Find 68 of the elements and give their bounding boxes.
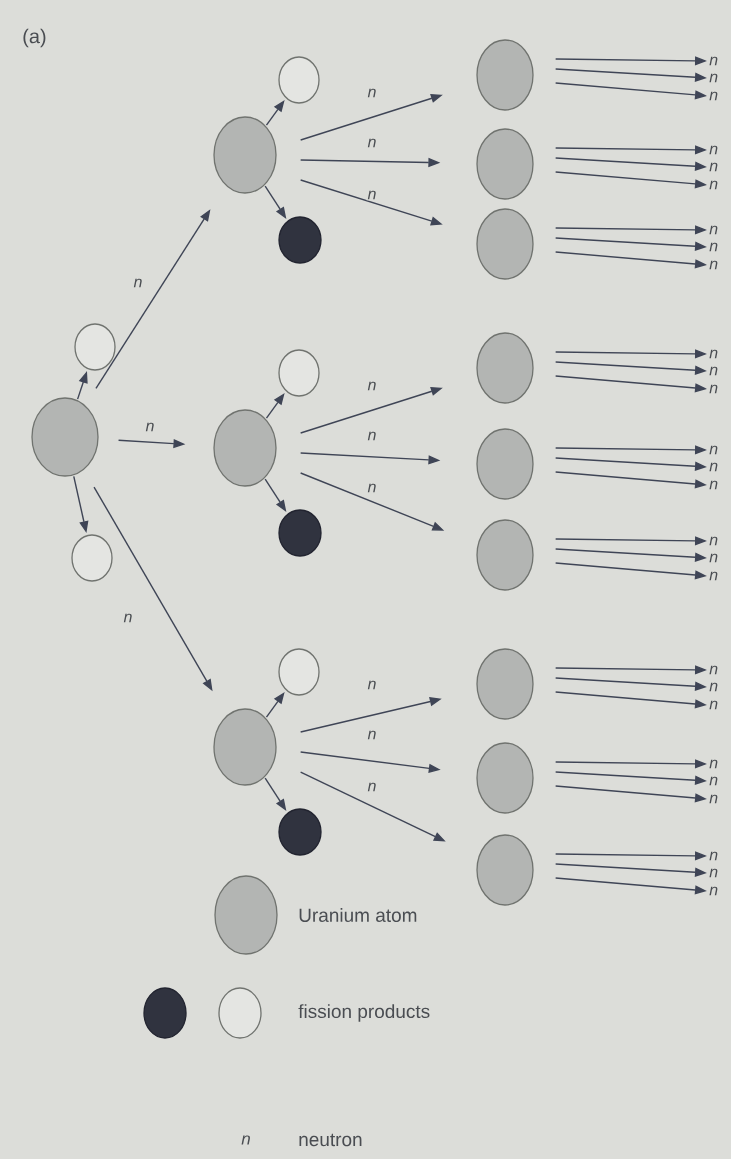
neutron-label: n: [709, 700, 718, 710]
fission-product: [278, 349, 320, 397]
fission-product: [278, 56, 320, 104]
neutron-label: n: [709, 462, 718, 472]
uranium-atom: [476, 648, 534, 720]
uranium-atom: [476, 428, 534, 500]
uranium-atom: [213, 708, 277, 786]
neutron-label: n: [709, 366, 718, 376]
arrow: [264, 777, 287, 811]
fission-product: [74, 323, 116, 371]
legend-text: Uranium atom: [299, 908, 417, 922]
edge-label: n: [366, 729, 378, 741]
neutron-label: n: [709, 225, 718, 235]
edge-label: n: [132, 277, 144, 289]
neutron-label: n: [709, 682, 718, 692]
arrow: [264, 185, 287, 219]
uranium-atom: [476, 742, 534, 814]
neutron-label: n: [709, 242, 718, 252]
uranium-atom: [476, 128, 534, 200]
neutron-label: n: [709, 759, 718, 769]
fission-product: [278, 509, 322, 557]
uranium-atom: [476, 519, 534, 591]
neutron-label: n: [709, 56, 718, 66]
neutron-label: n: [709, 536, 718, 546]
edge-label: n: [144, 421, 156, 433]
neutron-label: n: [709, 480, 718, 490]
edge-label: n: [366, 87, 378, 99]
edge-label: n: [366, 482, 378, 494]
legend-text: neutron: [299, 1133, 362, 1147]
uranium-atom: [213, 116, 277, 194]
edge-label: n: [366, 430, 378, 442]
edge-label: n: [366, 380, 378, 392]
uranium-atom: [476, 834, 534, 906]
uranium-atom: [476, 39, 534, 111]
neutron-label: n: [709, 162, 718, 172]
neutron-label: n: [709, 868, 718, 878]
fission-product: [278, 808, 322, 856]
edge-label: n: [366, 781, 378, 793]
neutron-label: n: [709, 794, 718, 804]
uranium-atom: [31, 397, 99, 477]
edge-label: n: [366, 189, 378, 201]
neutron-label: n: [709, 180, 718, 190]
fission-product: [278, 216, 322, 264]
neutron-label: n: [709, 349, 718, 359]
uranium-atom: [476, 332, 534, 404]
fission-product: [71, 534, 113, 582]
neutron-label: n: [709, 886, 718, 896]
neutron-label: n: [709, 260, 718, 270]
uranium-atom: [213, 409, 277, 487]
neutron-label: n: [709, 776, 718, 786]
neutron-label: n: [709, 665, 718, 675]
legend-key: n: [241, 1135, 250, 1145]
edge-label: n: [366, 137, 378, 149]
neutron-label: n: [709, 91, 718, 101]
fission-product: [278, 648, 320, 696]
arrow: [264, 478, 287, 512]
neutron-label: n: [709, 73, 718, 83]
neutron-label: n: [709, 445, 718, 455]
neutron-label: n: [709, 384, 718, 394]
panel-label: (a): [23, 28, 46, 48]
neutron-label: n: [709, 571, 718, 581]
neutron-label: n: [709, 145, 718, 155]
uranium-atom: [476, 208, 534, 280]
edge-label: n: [122, 612, 134, 624]
legend-text: fission products: [298, 1004, 430, 1022]
edge-label: n: [366, 679, 378, 691]
neutron-label: n: [709, 553, 718, 563]
neutron-label: n: [709, 851, 718, 861]
